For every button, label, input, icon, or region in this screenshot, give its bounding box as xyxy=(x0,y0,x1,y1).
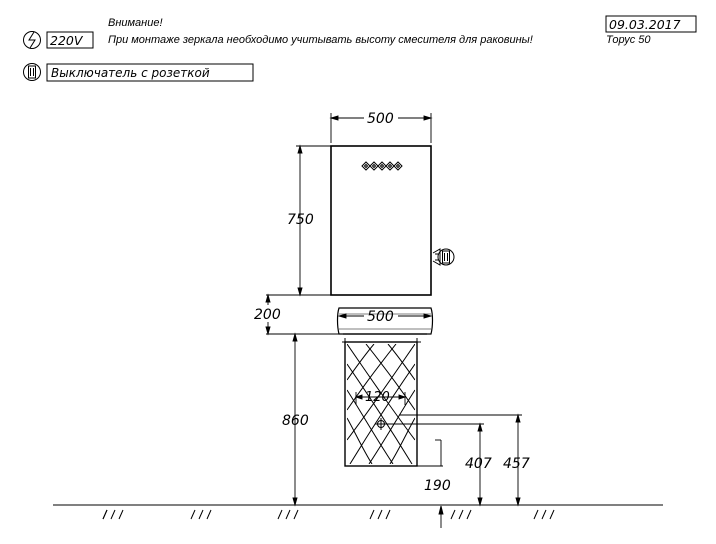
floor-hatching xyxy=(102,509,555,520)
diamond-decoration-icon xyxy=(361,161,403,171)
mirror-cabinet xyxy=(330,145,432,296)
pipe-spacing-label: 120 xyxy=(365,390,390,405)
mirror-width-label: 500 xyxy=(367,111,394,127)
drain-height-extension xyxy=(386,422,484,507)
floor-marker-label: 190 xyxy=(424,478,451,494)
sink-width-dimension xyxy=(337,313,433,319)
gap-label: 200 xyxy=(254,307,281,323)
pipe-spacing-dimension xyxy=(354,392,407,405)
sink-height-label: 860 xyxy=(282,413,309,429)
sink-countertop xyxy=(336,307,434,335)
mirror-height-dimension xyxy=(296,144,331,297)
sink-width-label: 500 xyxy=(367,309,394,325)
model-name: Торус 50 xyxy=(606,34,651,46)
switch-socket-label: Выключатель с розеткой xyxy=(51,66,210,80)
mirror-warning-text: При монтаже зеркала необходимо учитывать… xyxy=(108,34,533,46)
mirror-width-dimension xyxy=(329,113,433,143)
drain-height-label: 407 xyxy=(465,456,492,472)
gap-dimension xyxy=(265,293,340,336)
floor-line xyxy=(53,504,663,520)
socket-symbol-icon xyxy=(23,63,41,81)
drawing-date: 09.03.2017 xyxy=(609,17,681,32)
attention-label: Внимание! xyxy=(108,17,163,29)
water-height-extension xyxy=(399,413,522,507)
wall-socket-icon xyxy=(432,248,455,266)
sink-height-dimension xyxy=(292,332,298,507)
floor-marker-dimension xyxy=(417,439,444,528)
date-box: 09.03.2017 xyxy=(605,15,697,33)
water-height-label: 457 xyxy=(503,456,530,472)
voltage-label: 220V xyxy=(50,33,84,48)
drain-symbol-icon xyxy=(375,418,387,430)
electric-symbol-icon xyxy=(23,31,41,49)
mirror-height-label: 750 xyxy=(287,212,314,228)
